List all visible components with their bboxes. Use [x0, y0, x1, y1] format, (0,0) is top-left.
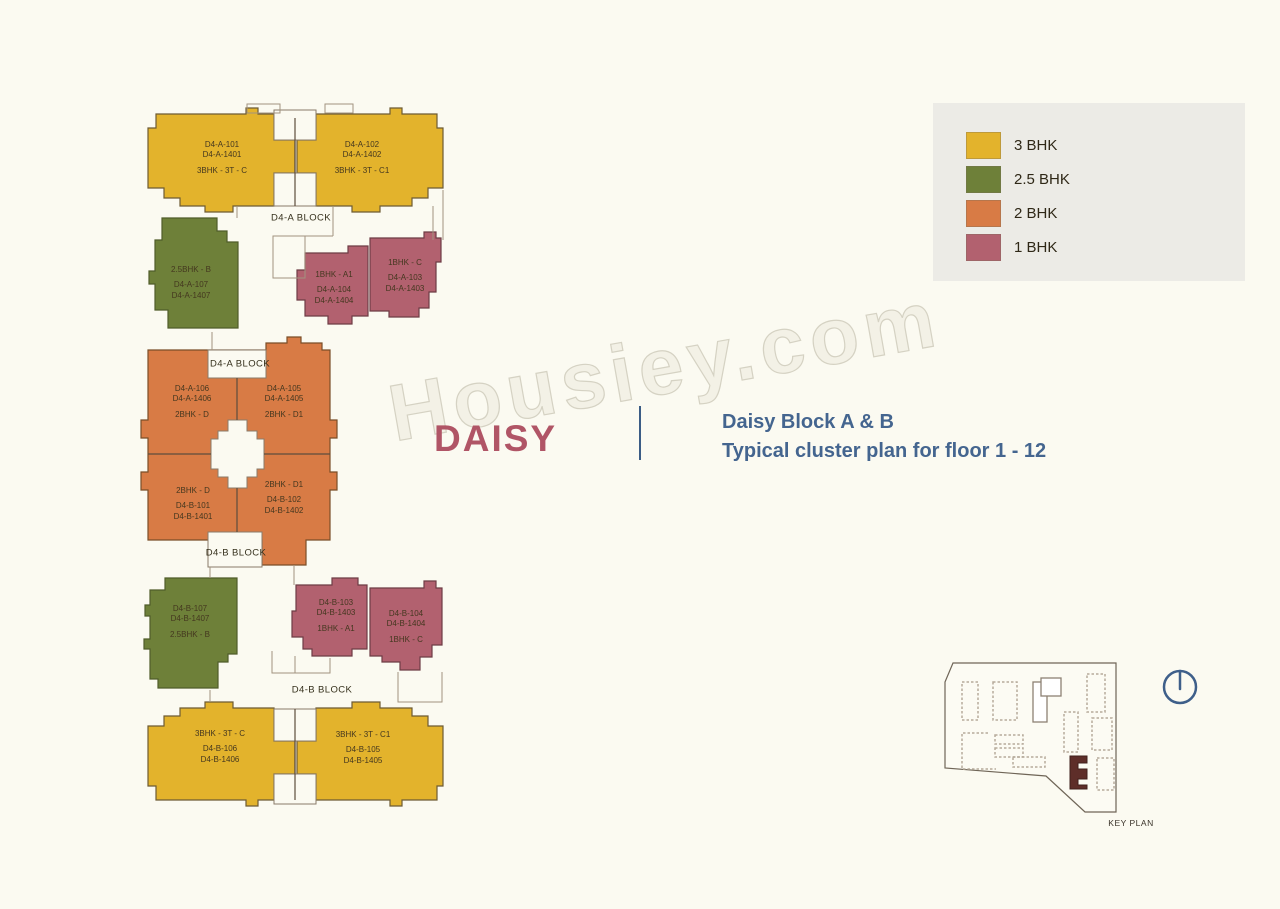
- building-footprint: [994, 734, 1024, 745]
- legend-item-2bhk: 2 BHK: [966, 200, 1245, 227]
- unit-label-d4-a-105: D4-A-105 D4-A-1405 2BHK - D1: [264, 383, 304, 419]
- unit-label-d4-b-106: 3BHK - 3T - C D4-B-106 D4-B-1406: [194, 728, 246, 764]
- plan-subtitle: Daisy Block A & B Typical cluster plan f…: [722, 408, 1046, 466]
- unit-label-d4-a-102: D4-A-102 D4-A-1402 3BHK - 3T - C1: [334, 139, 390, 175]
- page-title: DAISY: [434, 418, 558, 459]
- unit-label-d4-a-107: 2.5BHK - B D4-A-107 D4-A-1407: [170, 264, 212, 300]
- building-footprint: [1096, 757, 1115, 791]
- building-footprint: [994, 747, 1024, 758]
- unit-shape-d4-b-103: [291, 577, 368, 657]
- building-footprint: [1063, 711, 1079, 753]
- legend-panel: 3 BHK 2.5 BHK 2 BHK 1 BHK: [933, 103, 1245, 281]
- building-footprint: [961, 732, 996, 770]
- unit-shape-d4-a-107: [148, 217, 239, 329]
- site-boundary: [944, 662, 1117, 813]
- building-footprint: [1040, 677, 1062, 697]
- floor-plan: [140, 103, 444, 807]
- key-plan: [944, 662, 1198, 813]
- unit-label-d4-a-101: D4-A-101 D4-A-1401 3BHK - 3T - C: [196, 139, 248, 175]
- unit-shape-d4-b-106: [147, 701, 296, 807]
- legend-swatch-2-5bhk: [966, 166, 1001, 193]
- north-arrow-icon: [1162, 669, 1198, 705]
- legend-swatch-2bhk: [966, 200, 1001, 227]
- building-footprint: [1086, 673, 1106, 713]
- block-label-d4-a-1: D4-A BLOCK: [271, 212, 331, 224]
- unit-shape-d4-a-103: [369, 231, 442, 318]
- building-footprint: [1012, 756, 1046, 768]
- subtitle-line-1: Daisy Block A & B: [722, 411, 894, 433]
- legend-label-2bhk: 2 BHK: [1014, 205, 1058, 222]
- block-notch: [207, 349, 267, 379]
- legend-label-3bhk: 3 BHK: [1014, 137, 1058, 154]
- daisy-block-highlight: [1069, 755, 1088, 790]
- legend-item-1bhk: 1 BHK: [966, 234, 1245, 261]
- key-plan-label: KEY PLAN: [1108, 818, 1154, 828]
- unit-label-d4-b-105: 3BHK - 3T - C1 D4-B-105 D4-B-1405: [335, 729, 391, 765]
- unit-label-d4-b-103: D4-B-103 D4-B-1403 1BHK - A1: [316, 597, 356, 633]
- unit-label-d4-b-101: 2BHK - D D4-B-101 D4-B-1401: [173, 485, 213, 521]
- unit-label-d4-a-106: D4-A-106 D4-A-1406 2BHK - D: [172, 383, 212, 419]
- legend-swatch-1bhk: [966, 234, 1001, 261]
- legend-item-2-5bhk: 2.5 BHK: [966, 166, 1245, 193]
- block-notch: [207, 531, 263, 568]
- unit-shape-d4-a-104: [296, 245, 369, 325]
- block-label-d4-b-2: D4-B BLOCK: [291, 684, 353, 696]
- title-divider: [639, 406, 641, 460]
- legend-label-1bhk: 1 BHK: [1014, 239, 1058, 256]
- building-footprint: [1091, 717, 1113, 751]
- block-label-d4-b-1: D4-B BLOCK: [205, 547, 267, 559]
- unit-shape-d4-b-104: [369, 580, 443, 671]
- unit-label-d4-b-104: D4-B-104 D4-B-1404 1BHK - C: [386, 608, 426, 644]
- unit-label-d4-a-104: 1BHK - A1 D4-A-104 D4-A-1404: [314, 269, 354, 305]
- stair-core: [210, 419, 265, 489]
- block-label-d4-a-2: D4-A BLOCK: [210, 358, 270, 370]
- unit-label-d4-b-107: D4-B-107 D4-B-1407 2.5BHK - B: [169, 603, 211, 639]
- unit-label-d4-a-103: 1BHK - C D4-A-103 D4-A-1403: [385, 257, 425, 293]
- building-footprint: [992, 681, 1018, 721]
- unit-shape-d4-a-101: [147, 107, 296, 213]
- legend-item-3bhk: 3 BHK: [966, 132, 1245, 159]
- legend-label-2-5bhk: 2.5 BHK: [1014, 171, 1070, 188]
- unit-shape-d4-b-107: [143, 577, 238, 689]
- subtitle-line-2: Typical cluster plan for floor 1 - 12: [722, 440, 1047, 462]
- corridor-outline: [209, 103, 444, 703]
- unit-label-d4-b-102: 2BHK - D1 D4-B-102 D4-B-1402: [264, 479, 304, 515]
- legend-swatch-3bhk: [966, 132, 1001, 159]
